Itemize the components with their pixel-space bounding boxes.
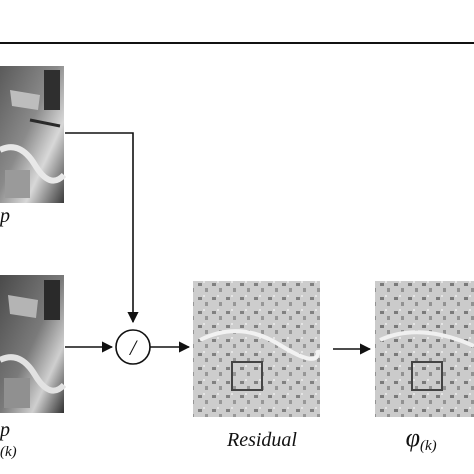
phi-label: φ — [406, 423, 420, 452]
divide-symbol: / — [128, 335, 138, 360]
bottom-image-label: p — [0, 419, 10, 441]
top-image-label: p — [0, 205, 10, 227]
divide-node: / — [115, 329, 151, 365]
top-input-image — [0, 66, 67, 203]
bottom-input-image — [0, 275, 67, 413]
phi-image — [375, 281, 474, 417]
bottom-image-subscript: (k) — [0, 444, 17, 460]
top-to-divide-arrow — [65, 132, 139, 324]
phi-subscript: (k) — [420, 438, 437, 454]
residual-label: Residual — [226, 429, 297, 451]
residual-image — [193, 281, 321, 417]
